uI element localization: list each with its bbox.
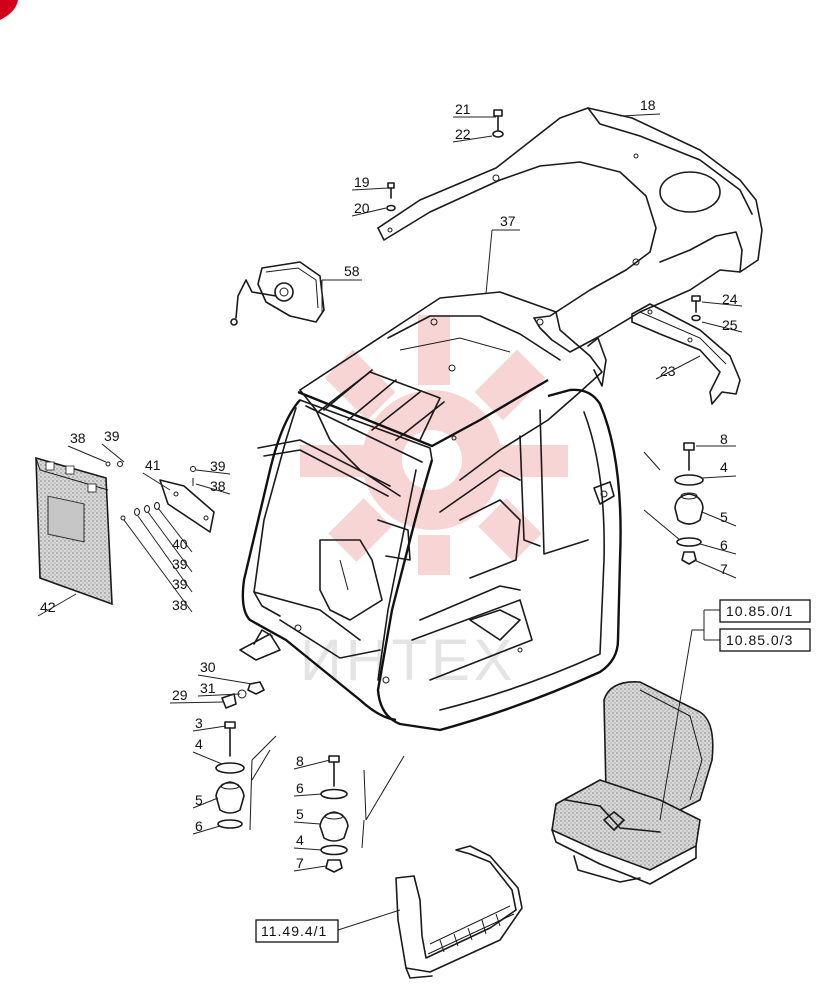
callout-3-left: 3	[195, 715, 203, 731]
callout-39-d: 39	[172, 576, 188, 592]
callout-25: 25	[722, 317, 738, 333]
callout-37: 37	[500, 213, 516, 229]
callout-6-right: 6	[720, 537, 728, 553]
washer-20	[386, 204, 396, 212]
callout-8-right: 8	[720, 431, 728, 447]
hardware-38-39-40	[105, 461, 196, 521]
callout-20: 20	[354, 200, 370, 216]
callout-29: 29	[172, 687, 188, 703]
callout-5-middle: 5	[296, 806, 304, 822]
callout-5-right: 5	[720, 509, 728, 525]
callout-8-middle: 8	[296, 753, 304, 769]
callout-39-b: 39	[210, 458, 226, 474]
callout-7-right: 7	[720, 561, 728, 577]
callout-40: 40	[172, 536, 188, 552]
mount-stack-middle	[319, 755, 405, 873]
callout-41: 41	[145, 457, 161, 473]
cab-frame	[239, 291, 622, 732]
washer-25	[691, 314, 701, 322]
access-step	[395, 845, 523, 979]
mount-stack-right	[643, 442, 704, 565]
callout-4-middle: 4	[296, 832, 304, 848]
operator-seat	[551, 681, 714, 885]
callout-22: 22	[455, 126, 471, 142]
callout-7-middle: 7	[296, 855, 304, 871]
callout-6-left: 6	[195, 818, 203, 834]
seat-reference-lead	[659, 609, 720, 821]
bracket-41	[159, 479, 215, 533]
callout-30: 30	[200, 659, 216, 675]
control-panel-42	[35, 456, 113, 606]
callout-38-c: 38	[172, 597, 188, 613]
mount-stack-left	[215, 721, 277, 831]
callout-38-b: 38	[210, 478, 226, 494]
corner-logo-icon	[0, 0, 18, 20]
seat-reference-box-a	[719, 599, 811, 623]
mirror-58	[230, 261, 325, 326]
roof-panel-18	[377, 107, 763, 353]
side-bracket-23	[631, 303, 741, 405]
callout-5-left: 5	[195, 792, 203, 808]
callout-39-c: 39	[172, 556, 188, 572]
callout-4-right: 4	[720, 459, 728, 475]
callout-4-left: 4	[195, 736, 203, 752]
reference-boxes: 10.85.0/1 10.85.0/3 11.49.4/1	[255, 599, 811, 943]
callout-18: 18	[640, 97, 656, 113]
callout-31: 31	[200, 680, 216, 696]
bolt-19	[387, 182, 395, 199]
callout-38-a: 38	[70, 430, 86, 446]
callout-39-a: 39	[104, 428, 120, 444]
seat-reference-box-b	[719, 628, 811, 652]
callout-42: 42	[40, 599, 56, 615]
callout-21: 21	[455, 101, 471, 117]
step-reference-box	[255, 919, 339, 943]
bolt-21	[493, 109, 503, 131]
washer-22	[492, 130, 504, 138]
seat-reference-a: 10.85.0/1	[726, 603, 793, 619]
callout-labels: 21 22 18 19 20 37 58 24 25 23 38 39	[37, 97, 743, 872]
callout-6-middle: 6	[296, 780, 304, 796]
seat-reference-b: 10.85.0/3	[726, 632, 793, 648]
step-reference-lead	[337, 909, 401, 931]
callout-58: 58	[344, 263, 360, 279]
callout-19: 19	[354, 174, 370, 190]
callout-23: 23	[660, 363, 676, 379]
bolt-24	[691, 295, 701, 313]
callout-24: 24	[722, 291, 738, 307]
step-reference: 11.49.4/1	[261, 923, 327, 939]
watermark-text: ИНТЕХ	[300, 628, 516, 693]
watermark: ИНТЕХ	[300, 315, 568, 693]
